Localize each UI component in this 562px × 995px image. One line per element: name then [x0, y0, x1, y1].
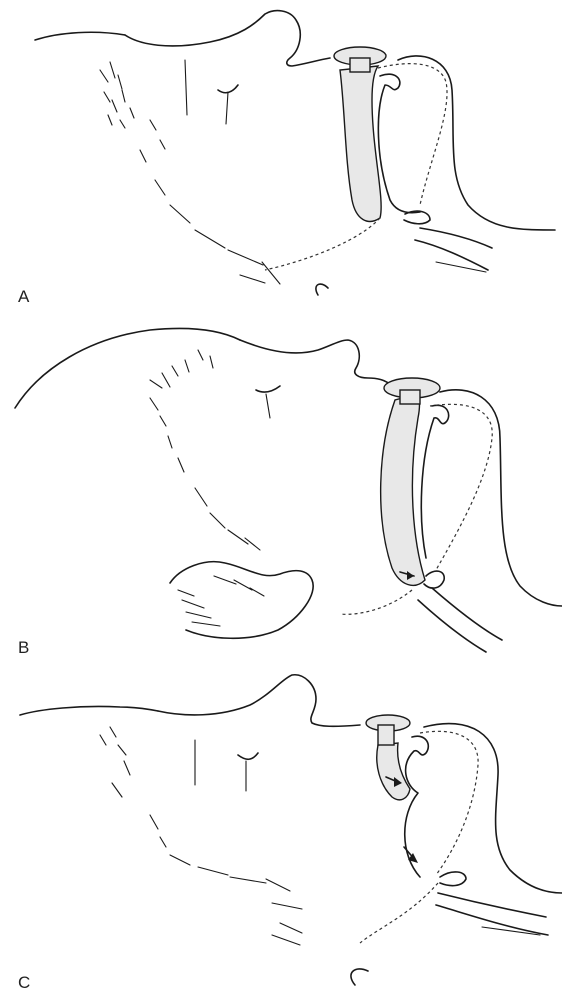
panel-a: A [0, 0, 562, 310]
panel-label-b: B [18, 638, 29, 658]
panel-c: C [0, 665, 562, 995]
panel-label-c: C [18, 973, 30, 993]
panel-label-a: A [18, 287, 29, 307]
panel-a-drawing [0, 0, 562, 310]
panel-b-drawing [0, 318, 562, 663]
panel-c-drawing [0, 665, 562, 995]
panel-b: B [0, 318, 562, 663]
